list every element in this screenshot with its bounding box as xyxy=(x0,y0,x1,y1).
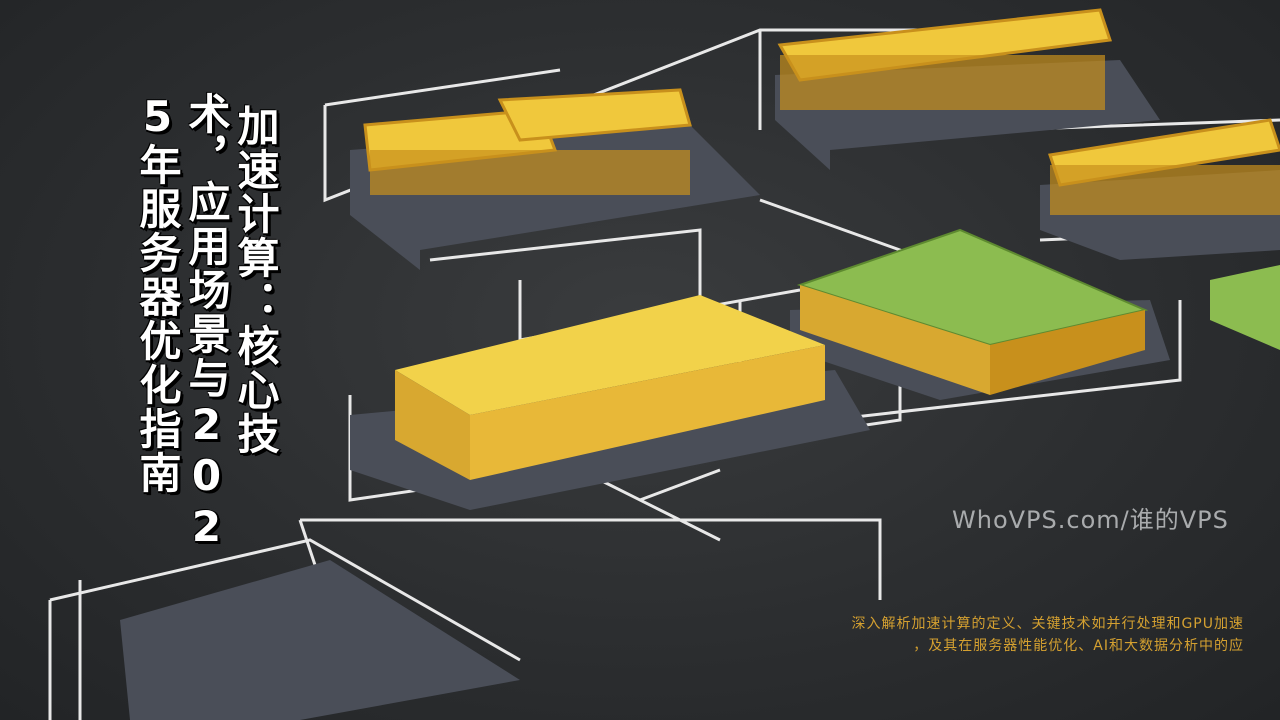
description-line-1: 深入解析加速计算的定义、关键技术如并行处理和GPU加速 xyxy=(851,616,1244,632)
green-chips xyxy=(796,228,1280,395)
yellow-chips xyxy=(363,8,1280,480)
site-watermark: WhoVPS.com/谁的VPS xyxy=(952,506,1229,534)
title-line-1: 加速计算：核心技 xyxy=(231,104,280,456)
description-line-2: ，及其在服务器性能优化、AI和大数据分析中的应 xyxy=(913,638,1244,654)
title-line-3: 5年服务器优化指南 xyxy=(133,92,182,495)
title-line-2: 术，应用场景与202 xyxy=(182,92,231,553)
